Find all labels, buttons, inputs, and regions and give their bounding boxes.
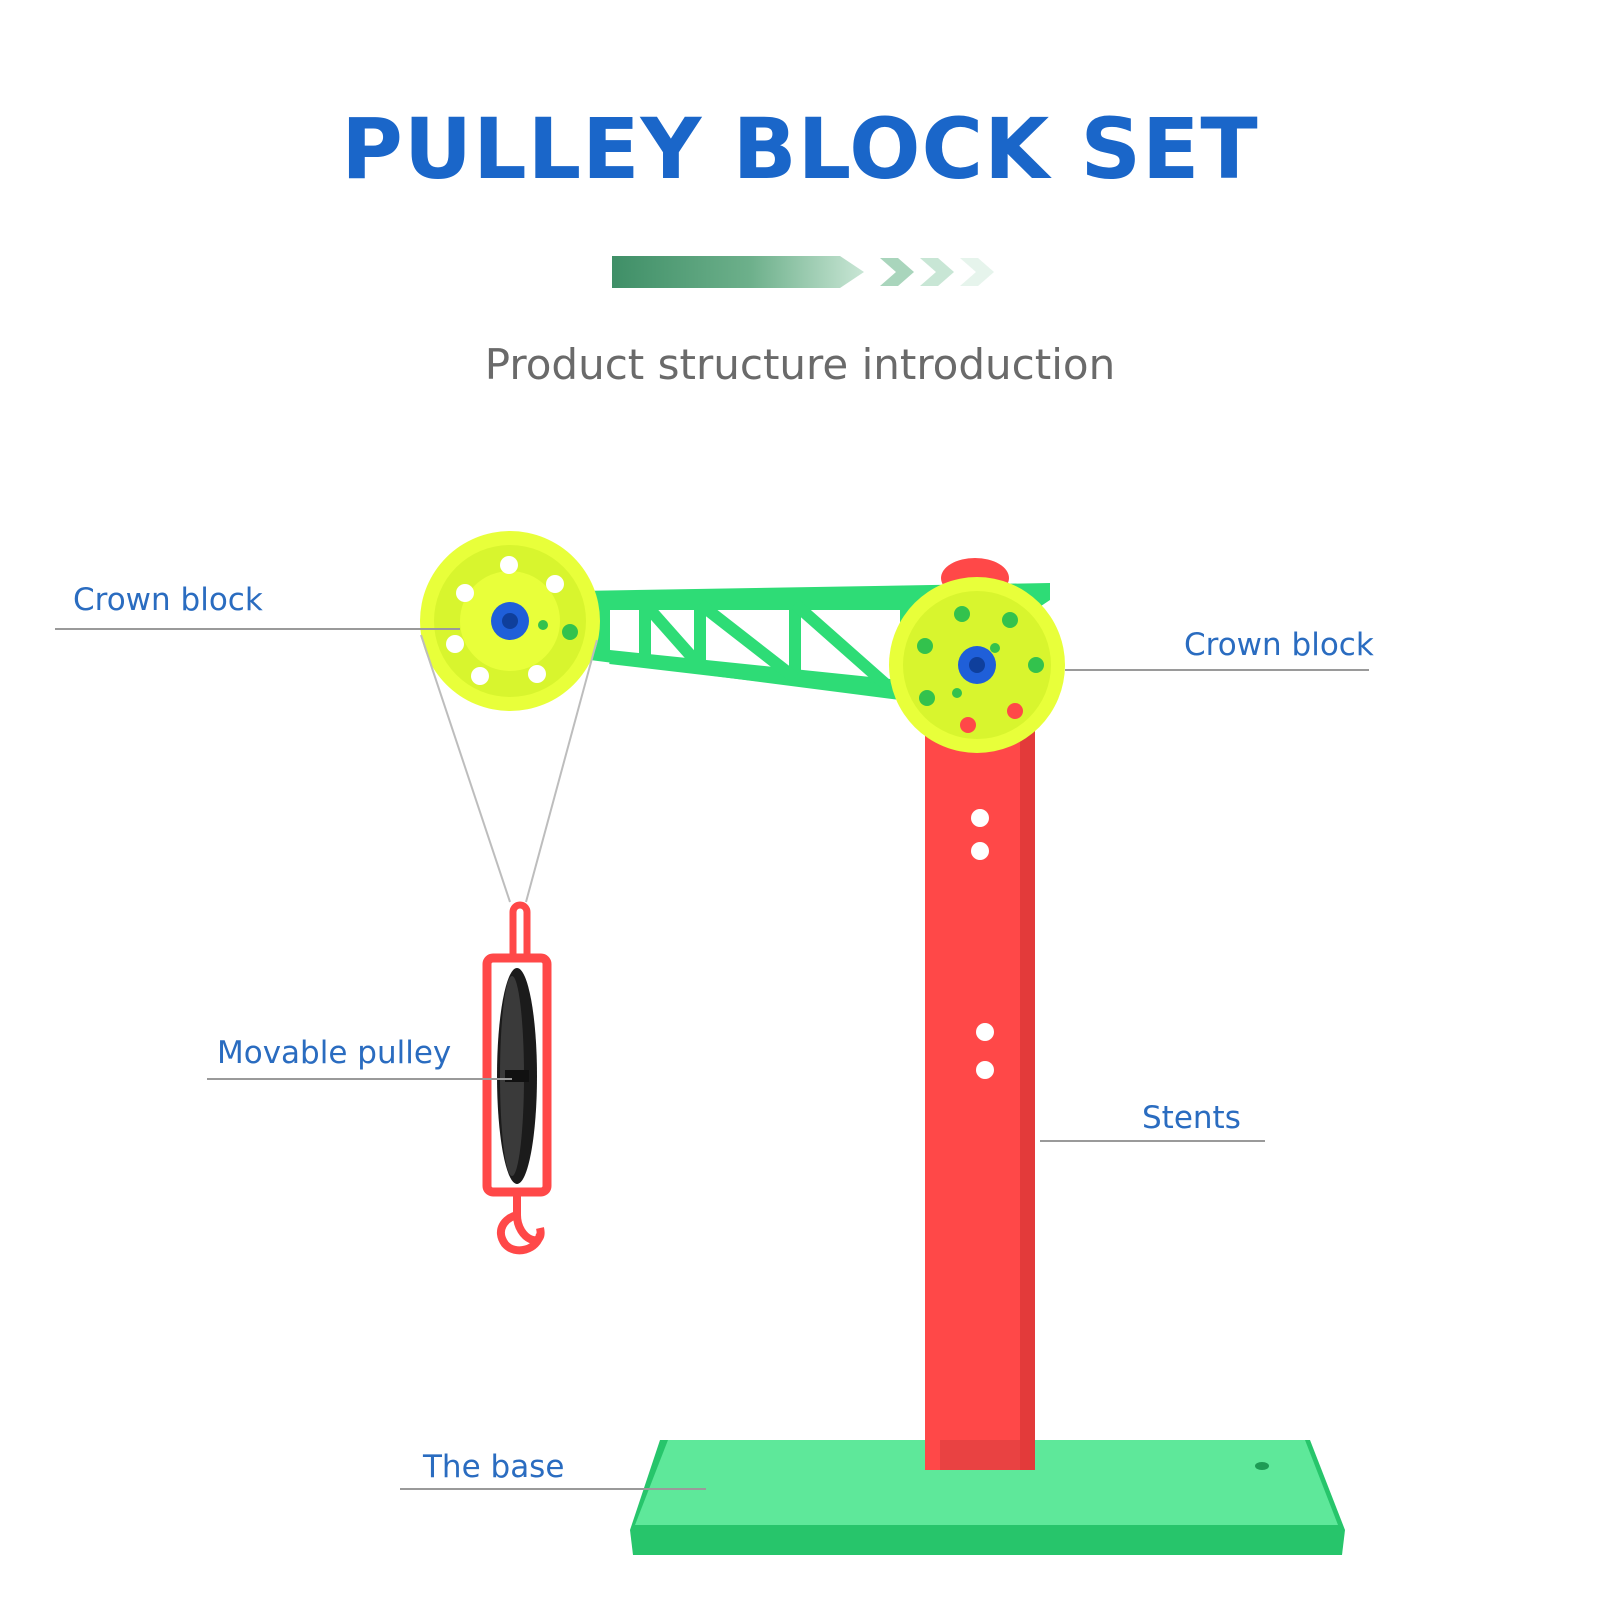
movable-pulley [482, 901, 552, 1255]
base-plate [630, 1440, 1345, 1555]
leader-crown-block-right [1065, 669, 1369, 671]
page-subtitle: Product structure introduction [484, 340, 1116, 389]
label-crown-block-left: Crown block [73, 582, 263, 618]
label-stents: Stents [1142, 1100, 1241, 1136]
label-movable-pulley: Movable pulley [217, 1035, 452, 1071]
stand-column [925, 558, 1035, 1470]
label-base: The base [423, 1449, 565, 1485]
label-crown-block-right: Crown block [1184, 627, 1374, 663]
leader-movable-pulley [207, 1078, 512, 1080]
leader-stents [1040, 1140, 1265, 1142]
rope [420, 634, 598, 903]
leader-base [400, 1488, 706, 1490]
leader-crown-block-left [55, 628, 460, 630]
arrow-chevrons-icon [612, 256, 994, 288]
crown-block-right [889, 577, 1065, 753]
page-title: PULLEY BLOCK SET [341, 100, 1259, 198]
crown-block-left [420, 531, 600, 711]
